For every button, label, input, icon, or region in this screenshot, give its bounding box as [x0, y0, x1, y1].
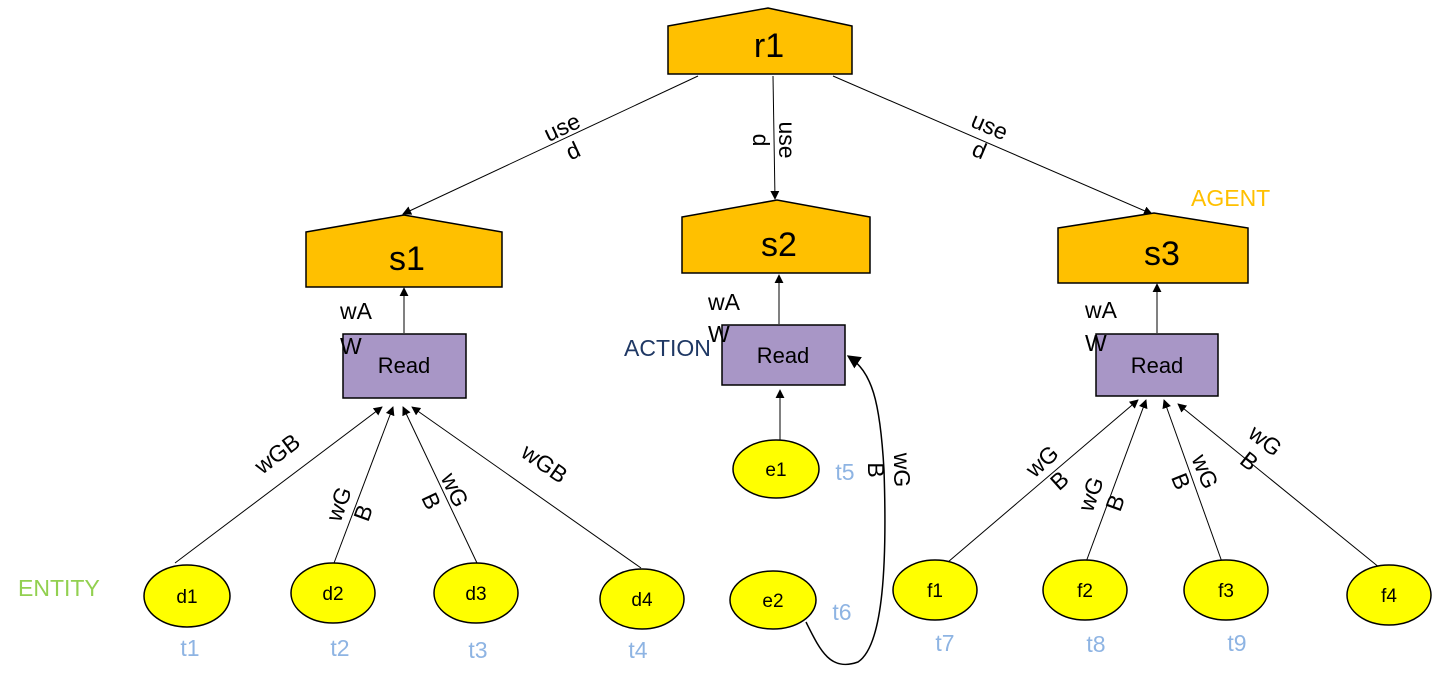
edge-label-wgb-d2: wG B [320, 483, 378, 525]
agent-s2: s2 [681, 199, 871, 274]
edge-label-waw-1: wA W [339, 298, 373, 359]
agent-label-s2: s2 [761, 226, 797, 264]
entity-d4: d4 [599, 568, 685, 630]
edge-f4-read3 [1177, 403, 1381, 569]
edge-label-line: B [1166, 469, 1196, 493]
entity-f4: f4 [1346, 564, 1432, 626]
entity-f3: f3 [1183, 559, 1269, 621]
edge-f1-read3 [947, 399, 1139, 563]
entity-label-f3: f3 [1218, 581, 1234, 602]
time-label-t3: t3 [468, 637, 487, 663]
edge-label-wgb-f3: wG B [1166, 450, 1224, 494]
agent-s1: s1 [305, 214, 503, 288]
edge-label-line: W [708, 321, 730, 347]
time-label-t1: t1 [180, 635, 199, 661]
edge-r1-s2 [770, 75, 780, 200]
edge-label-line: wA [707, 289, 741, 315]
edge-label-waw-3: wA W [1084, 297, 1118, 356]
entity-label-f1: f1 [927, 581, 943, 602]
edge-label-line: W [340, 333, 362, 359]
edge-label-used-r1-s2: use d [748, 121, 800, 158]
edge-f2-read3 [1085, 399, 1148, 563]
time-label-t8: t8 [1086, 631, 1105, 657]
edge-f3-read3 [1162, 399, 1223, 563]
entity-label-f2: f2 [1077, 581, 1093, 602]
legend-entity: ENTITY [18, 575, 100, 601]
legend-agent: AGENT [1191, 185, 1270, 211]
edge-label-line: d [748, 134, 774, 147]
edge-label-line: wA [339, 298, 373, 324]
entity-f1: f1 [892, 559, 978, 621]
edge-label-waw-2: wA W [707, 289, 741, 347]
action-read2: Read [721, 324, 846, 386]
edge-label-wgb-e2: wG B [863, 452, 915, 488]
edge-d2-read1 [333, 406, 395, 564]
entity-label-d3: d3 [465, 584, 486, 605]
edge-label-line: d [562, 136, 585, 165]
time-label-t2: t2 [330, 635, 349, 661]
edge-label-wgb-d4: wGB [516, 438, 573, 488]
action-read1: Read [342, 333, 467, 399]
edge-label-line: W [1085, 330, 1107, 356]
entity-label-d4: d4 [631, 590, 653, 611]
entity-label-f4: f4 [1381, 586, 1397, 607]
edge-d3-read1 [402, 406, 478, 564]
agent-label-r1: r1 [754, 27, 784, 65]
edge-label-line: B [863, 462, 889, 477]
edge-label-line: B [348, 501, 378, 524]
entity-d1: d1 [143, 564, 231, 628]
entity-label-d2: d2 [322, 584, 343, 605]
edge-r1-s1 [402, 75, 699, 215]
edge-label-used-r1-s3: use d [968, 107, 1012, 165]
entity-label-e1: e1 [765, 460, 786, 481]
agent-r1: r1 [667, 7, 853, 75]
edge-label-line: wA [1084, 297, 1118, 323]
entity-d2: d2 [290, 562, 376, 624]
legend-action: ACTION [624, 335, 711, 361]
agent-label-s1: s1 [389, 240, 425, 278]
time-label-t7: t7 [935, 630, 954, 656]
edge-d1-read1 [174, 406, 383, 564]
agent-s3: s3 [1057, 212, 1249, 284]
agent-label-s3: s3 [1144, 235, 1180, 273]
entity-d3: d3 [433, 562, 519, 624]
entity-e2: e2 [729, 570, 817, 630]
edge-e2-read2 [805, 355, 886, 666]
edge-label-line: d [969, 135, 991, 164]
action-label-read2: Read [757, 343, 810, 368]
time-label-t4: t4 [628, 637, 647, 663]
action-label-read1: Read [378, 353, 431, 378]
edge-label-line: B [416, 488, 446, 513]
edge-label-wgb-d3: wG B [416, 468, 474, 513]
entity-e1: e1 [732, 439, 820, 499]
time-label-t9: t9 [1227, 630, 1246, 656]
edge-label-used-r1-s1: use d [540, 108, 585, 166]
entity-label-e2: e2 [762, 591, 783, 612]
edge-label-line: wG [889, 452, 915, 488]
action-label-read3: Read [1131, 353, 1184, 378]
time-label-t6: t6 [832, 599, 851, 625]
entity-label-d1: d1 [176, 587, 197, 608]
action-read3: Read [1095, 333, 1219, 397]
edge-d4-read1 [411, 406, 642, 569]
time-label-t5: t5 [835, 459, 854, 485]
edge-r1-s3 [832, 75, 1153, 215]
edge-label-line: use [774, 121, 800, 158]
entity-f2: f2 [1042, 559, 1128, 621]
